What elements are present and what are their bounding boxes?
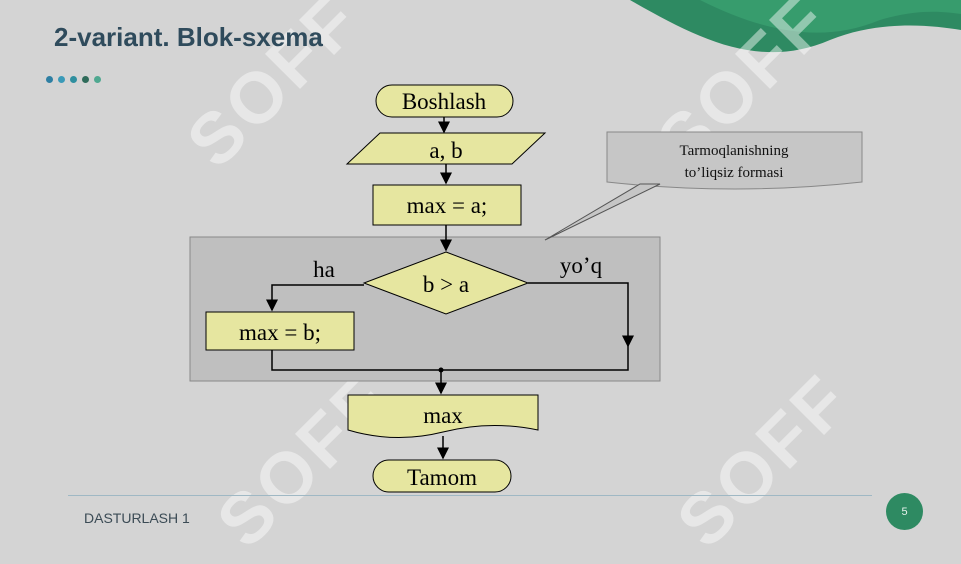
assign-max-b-label: max = b; xyxy=(239,320,321,345)
input-label: a, b xyxy=(429,138,462,163)
yes-label: ha xyxy=(313,257,335,282)
dot-5 xyxy=(94,76,101,83)
condition-diamond xyxy=(362,251,530,315)
dot-2 xyxy=(58,76,65,83)
dot-1 xyxy=(46,76,53,83)
slide-title: 2-variant. Blok-sxema xyxy=(54,22,323,52)
callout-pointer xyxy=(544,183,661,241)
arrow-yes xyxy=(266,284,364,312)
callout-box xyxy=(606,131,863,190)
dot-3 xyxy=(70,76,77,83)
end-label: Tamom xyxy=(407,465,477,490)
flowchart-diagram: Tarmoqlanishning to’liqsiz formasi Boshl… xyxy=(189,84,863,493)
input-block xyxy=(345,132,547,165)
page-number-badge: 5 xyxy=(886,493,923,530)
callout-text-2: to’liqsiz formasi xyxy=(685,165,784,181)
end-terminal xyxy=(372,459,512,493)
assign-max-a-block xyxy=(372,184,522,226)
footer-title: DASTURLASH 1 xyxy=(84,510,190,526)
footer-divider xyxy=(68,495,872,496)
decorative-dots xyxy=(46,76,101,83)
arrow-no xyxy=(528,282,634,348)
start-label: Boshlash xyxy=(402,89,487,114)
callout-text-1: Tarmoqlanishning xyxy=(680,143,789,159)
assign-max-a-label: max = a; xyxy=(407,193,488,218)
connector-yes-join xyxy=(271,350,441,371)
output-block xyxy=(347,394,539,438)
dot-4 xyxy=(82,76,89,83)
output-label: max xyxy=(423,403,463,428)
corner-wave-decoration xyxy=(630,0,961,53)
connector-no-join xyxy=(441,346,629,371)
no-label: yo’q xyxy=(560,253,603,278)
condition-label: b > a xyxy=(423,272,469,297)
assign-max-b-block xyxy=(205,311,355,351)
